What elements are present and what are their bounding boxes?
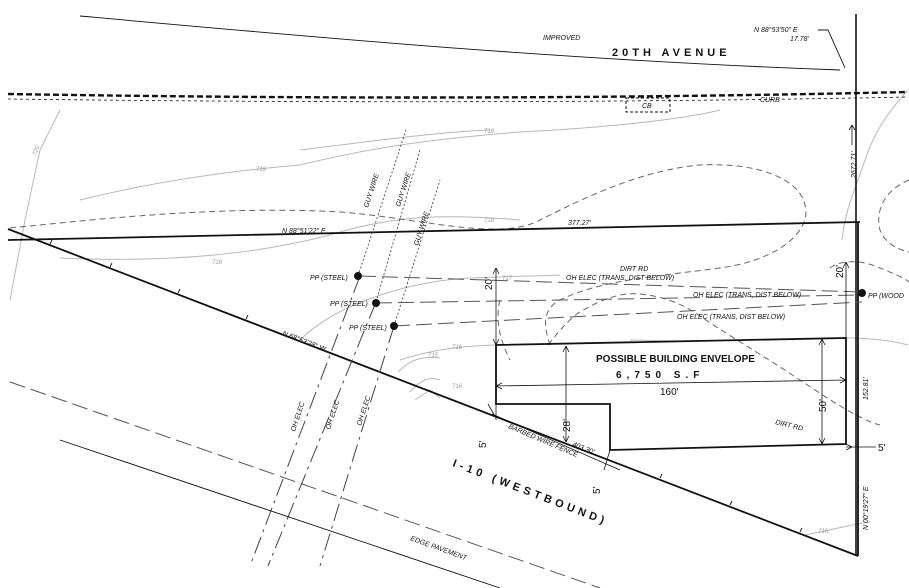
far-east-arrow <box>848 124 856 145</box>
contour-716 <box>399 344 496 361</box>
oh-elec-vert-1: OH ELEC <box>290 400 306 432</box>
barbed-wire-fence <box>491 413 621 471</box>
improved-label: IMPROVED <box>543 35 580 42</box>
road-bearing: N 88°53'50" E <box>754 26 798 34</box>
setback-east-dimension <box>845 443 876 451</box>
catch-basin <box>625 97 671 113</box>
contour-718-top <box>299 129 491 151</box>
contour-label-719: 719 <box>256 167 267 173</box>
curb-line-inner <box>7 96 909 103</box>
contour-label-716-b: 716 <box>452 384 463 390</box>
property-north-line <box>7 221 861 241</box>
dirt-road-label-1: DIRT RD <box>620 266 648 273</box>
dashed-terrain-inner <box>547 293 881 426</box>
curb-line <box>7 90 909 99</box>
depth-east-label: 50' <box>818 399 829 412</box>
contour-right-edge <box>841 89 909 241</box>
contour-715 <box>397 357 441 401</box>
dirt-road-label-2: DIRT RD <box>775 419 804 433</box>
contour-label-716-a: 716 <box>452 345 463 351</box>
pole-label-2: PP (STEEL) <box>330 301 368 308</box>
contour-718-mid <box>59 216 521 260</box>
highway-label: I-10 (WESTBOUND) <box>451 458 610 528</box>
road-distance: 17.78' <box>790 36 810 43</box>
edge-pavement-line <box>59 439 501 588</box>
oh-elec-label-2: OH ELEC (TRANS, DIST BELOW) <box>693 292 801 299</box>
contour-label-720: 720 <box>32 145 41 157</box>
road-name-20th-avenue: 20TH AVENUE <box>612 47 731 59</box>
far-east-distance: 2672.71' <box>851 151 858 179</box>
setback-nw-label: 20' <box>484 277 495 290</box>
setback-south-leader <box>487 403 497 419</box>
guy-wire-label-3: GUY WIRE <box>413 211 431 247</box>
pole-label-1: PP (STEEL) <box>310 275 348 282</box>
contour-720 <box>9 109 61 301</box>
building-envelope-title: POSSIBLE BUILDING ENVELOPE <box>596 354 755 365</box>
oh-elec-line-2 <box>267 301 377 567</box>
guy-wire-1 <box>357 129 407 277</box>
guy-wire-label-1: GUY WIRE <box>363 173 381 209</box>
contour-label-716-c: 716 <box>818 529 829 535</box>
guy-wire-2 <box>375 149 421 303</box>
dashed-terrain-main <box>9 164 807 346</box>
setback-ne-dimension <box>842 261 850 338</box>
contour-label-718-right: 718 <box>484 218 495 224</box>
oh-elec-horizontal-2 <box>375 294 863 304</box>
depth-west-label: 28' <box>562 419 573 432</box>
boundary-ticks <box>49 239 803 533</box>
highway-lane-line <box>9 381 601 588</box>
setback-nw-dimension <box>492 267 500 346</box>
power-pole-steel-1 <box>354 272 362 280</box>
power-pole-wood <box>858 289 866 297</box>
power-pole-steel-3 <box>390 322 398 330</box>
north-bearing: N 88°51'22" E <box>282 227 326 235</box>
building-envelope-area: 6,750 S.F <box>616 370 704 381</box>
power-pole-steel-2 <box>372 299 380 307</box>
oh-elec-line-3 <box>319 325 395 567</box>
setback-bottom-dimension <box>603 434 611 471</box>
width-dimension <box>495 376 847 390</box>
setback-bottom-label: 5' <box>592 486 603 494</box>
depth-west-dimension <box>562 345 570 443</box>
catch-basin-label: CB <box>642 103 652 110</box>
property-southwest-line <box>7 228 859 557</box>
road-edge-line <box>79 15 841 71</box>
oh-elec-label-3: OH ELEC (TRANS, DIST BELOW) <box>677 314 785 321</box>
sw-bearing: N 68°53'28" W <box>281 329 328 353</box>
contour-label-715: 715 <box>428 353 439 359</box>
setback-east-label: 5' <box>878 443 886 454</box>
dashed-terrain-far-right <box>878 179 909 253</box>
oh-elec-label-1: OH ELEC (TRANS, DIST BELOW) <box>566 275 674 282</box>
pole-label-3: PP (STEEL) <box>349 325 387 332</box>
depth-east-dimension <box>818 338 826 445</box>
oh-elec-horizontal-1 <box>359 275 863 293</box>
oh-elec-vert-3: OH ELEC <box>356 394 372 426</box>
contour-label-718-top: 718 <box>484 129 495 135</box>
oh-elec-vert-2: OH ELEC <box>325 398 341 430</box>
guy-wire-3 <box>393 179 441 327</box>
pole-label-wood: PP (WOOD <box>868 293 904 300</box>
contour-label-718-mid: 718 <box>212 260 223 266</box>
east-distance: 152.81' <box>863 377 870 400</box>
setback-ne-label: 20' <box>835 265 846 278</box>
oh-elec-line-1 <box>249 275 361 567</box>
north-distance: 377.27' <box>568 220 591 227</box>
width-label: 160' <box>660 387 679 398</box>
setback-south-label: 5' <box>478 440 489 448</box>
contour-bottom-right <box>804 521 871 536</box>
dashed-terrain-west <box>497 299 511 361</box>
contour-label-717: 717 <box>502 276 513 282</box>
contour-719 <box>79 109 721 201</box>
dashed-terrain-east-loop <box>829 261 909 283</box>
guy-wire-label-2: GUY WIRE <box>395 172 413 208</box>
oh-elec-horizontal-3 <box>393 301 863 327</box>
curb-label: CURB <box>760 97 780 104</box>
east-bearing: N 00°19'27" E <box>862 486 870 530</box>
road-bearing-leader <box>818 29 846 69</box>
